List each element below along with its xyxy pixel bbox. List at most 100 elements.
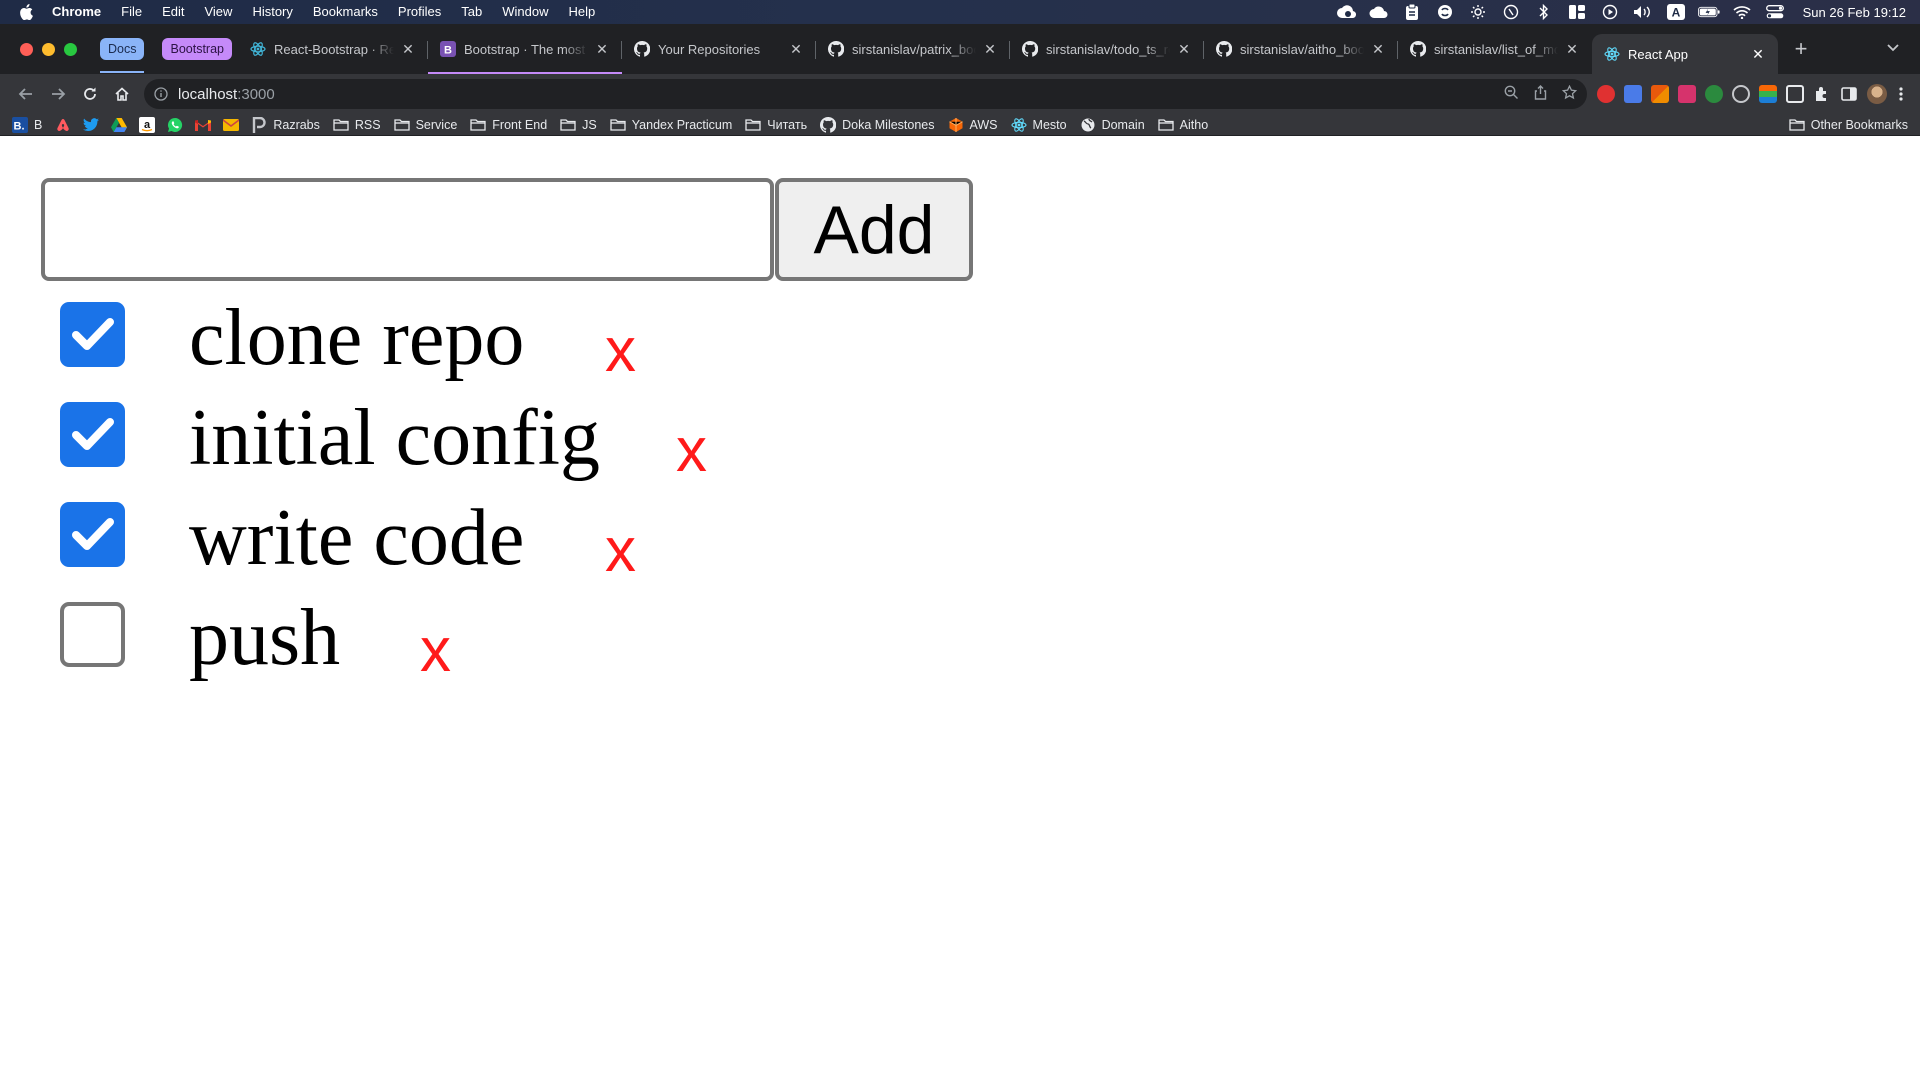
window-manager-icon[interactable] (1566, 3, 1588, 21)
bookmark-aws[interactable]: AWS (948, 117, 998, 133)
profile-avatar[interactable] (1867, 84, 1887, 104)
control-center-icon[interactable] (1764, 3, 1786, 21)
menu-file[interactable]: File (121, 4, 143, 19)
tab-close-icon[interactable]: ✕ (984, 40, 996, 57)
menu-profiles[interactable]: Profiles (397, 4, 442, 19)
new-tab-button[interactable]: + (1794, 36, 1808, 61)
minimize-window-button[interactable] (42, 42, 55, 56)
tab-your-repositories[interactable]: Your Repositories ✕ (622, 24, 816, 74)
timer-icon[interactable] (1500, 3, 1522, 21)
bookmark-amazon[interactable]: a (139, 116, 156, 133)
tab-close-icon[interactable]: ✕ (596, 40, 608, 57)
stack-extension-icon[interactable] (1759, 85, 1777, 103)
clipboard-icon[interactable] (1401, 3, 1423, 21)
bookmark-mesto[interactable]: Mesto (1010, 117, 1067, 133)
extensions-puzzle-icon[interactable] (1813, 85, 1831, 103)
todo-checkbox[interactable] (60, 502, 125, 567)
delete-todo-button[interactable]: x (605, 316, 636, 385)
tab-search-icon[interactable] (1886, 40, 1900, 58)
menu-app-name[interactable]: Chrome (52, 4, 102, 19)
menu-tab[interactable]: Tab (461, 4, 483, 19)
tab-react-bootstrap[interactable]: React-Bootstrap · React ✕ (238, 24, 428, 74)
tab-list-of-mo[interactable]: sirstanislav/list_of_mo ✕ (1398, 24, 1592, 74)
adblock-extension-icon[interactable] (1597, 85, 1615, 103)
menu-view[interactable]: View (204, 4, 233, 19)
grammar-extension-icon[interactable] (1705, 85, 1723, 103)
bookmark-domain[interactable]: Domain (1080, 117, 1145, 133)
menubar-clock[interactable]: Sun 26 Feb 19:12 (1802, 4, 1906, 20)
bookmark-mail[interactable] (223, 117, 240, 133)
tab-group-bootstrap[interactable]: Bootstrap (162, 38, 232, 60)
site-info-icon[interactable] (154, 87, 168, 101)
bookmark-drive[interactable] (111, 117, 128, 133)
input-source-icon[interactable]: A (1665, 3, 1687, 21)
bookmark-chitat[interactable]: Читать (745, 117, 807, 133)
tab-close-icon[interactable]: ✕ (1752, 45, 1764, 62)
notion-extension-icon[interactable] (1786, 85, 1804, 103)
bookmark-airbnb[interactable] (55, 117, 71, 133)
office-extension-icon[interactable] (1651, 85, 1669, 103)
tab-close-icon[interactable]: ✕ (402, 40, 414, 57)
bookmark-aitho[interactable]: Aitho (1158, 117, 1208, 133)
zoom-icon[interactable] (1504, 85, 1519, 104)
todo-checkbox[interactable] (60, 402, 125, 467)
reload-button[interactable] (74, 78, 106, 110)
bookmark-service[interactable]: Service (393, 117, 457, 133)
cloud-icon[interactable] (1368, 3, 1390, 21)
menu-history[interactable]: History (252, 4, 293, 19)
close-window-button[interactable] (20, 42, 33, 56)
battery-icon[interactable] (1697, 3, 1720, 21)
tab-aitho-boot[interactable]: sirstanislav/aitho_boot ✕ (1204, 24, 1398, 74)
tab-react-app[interactable]: React App ✕ (1592, 34, 1778, 74)
play-icon[interactable] (1599, 3, 1621, 21)
tab-todo-ts[interactable]: sirstanislav/todo_ts_re ✕ (1010, 24, 1204, 74)
sync-icon[interactable] (1434, 3, 1456, 21)
tab-close-icon[interactable]: ✕ (1178, 40, 1190, 57)
side-panel-icon[interactable] (1840, 85, 1858, 103)
tab-close-icon[interactable]: ✕ (790, 40, 802, 57)
bookmark-whatsapp[interactable] (167, 117, 183, 133)
bookmark-gmail[interactable] (195, 117, 212, 133)
chrome-menu-icon[interactable] (1896, 85, 1906, 103)
todo-checkbox[interactable] (60, 602, 125, 667)
bookmark-razrabs[interactable]: Razrabs (251, 116, 320, 133)
bookmark-front-end[interactable]: Front End (470, 117, 547, 133)
bookmark-doka-milestones[interactable]: Doka Milestones (820, 116, 935, 133)
volume-icon[interactable] (1632, 3, 1654, 21)
other-bookmarks[interactable]: Other Bookmarks (1789, 117, 1908, 133)
apple-icon[interactable] (0, 4, 52, 20)
tab-bootstrap[interactable]: B Bootstrap · The most p ✕ (428, 24, 622, 74)
menu-edit[interactable]: Edit (162, 4, 185, 19)
bookmark-js[interactable]: JS (560, 117, 597, 133)
forward-button[interactable] (42, 78, 74, 110)
zoom-window-button[interactable] (64, 42, 77, 56)
delete-todo-button[interactable]: x (420, 616, 451, 685)
tab-group-docs[interactable]: Docs (100, 38, 145, 73)
bookmark-b[interactable]: B. B (12, 116, 42, 133)
menu-bookmarks[interactable]: Bookmarks (312, 4, 378, 19)
todo-input[interactable] (41, 178, 774, 281)
brightness-icon[interactable] (1467, 3, 1489, 21)
address-bar[interactable]: localhost:3000 (144, 79, 1587, 109)
bookmark-star-icon[interactable] (1561, 84, 1578, 104)
home-button[interactable] (106, 78, 138, 110)
translate-extension-icon[interactable] (1624, 85, 1642, 103)
target-extension-icon[interactable] (1732, 85, 1750, 103)
delete-todo-button[interactable]: x (605, 516, 636, 585)
bookmark-rss[interactable]: RSS (333, 117, 381, 133)
back-button[interactable] (10, 78, 42, 110)
share-icon[interactable] (1533, 84, 1548, 104)
todo-checkbox[interactable] (60, 302, 125, 367)
bookmark-yandex-practicum[interactable]: Yandex Practicum (610, 117, 732, 133)
picture-extension-icon[interactable] (1678, 85, 1696, 103)
add-button[interactable]: Add (775, 178, 973, 281)
tab-patrix-boot[interactable]: sirstanislav/patrix_boot ✕ (816, 24, 1010, 74)
delete-todo-button[interactable]: x (676, 416, 707, 485)
tab-close-icon[interactable]: ✕ (1566, 40, 1578, 57)
bookmark-twitter[interactable] (83, 117, 100, 133)
menu-window[interactable]: Window (502, 4, 549, 19)
creative-cloud-icon[interactable] (1335, 3, 1357, 21)
menu-help[interactable]: Help (568, 4, 596, 19)
bluetooth-icon[interactable] (1533, 3, 1555, 21)
tab-close-icon[interactable]: ✕ (1372, 40, 1384, 57)
